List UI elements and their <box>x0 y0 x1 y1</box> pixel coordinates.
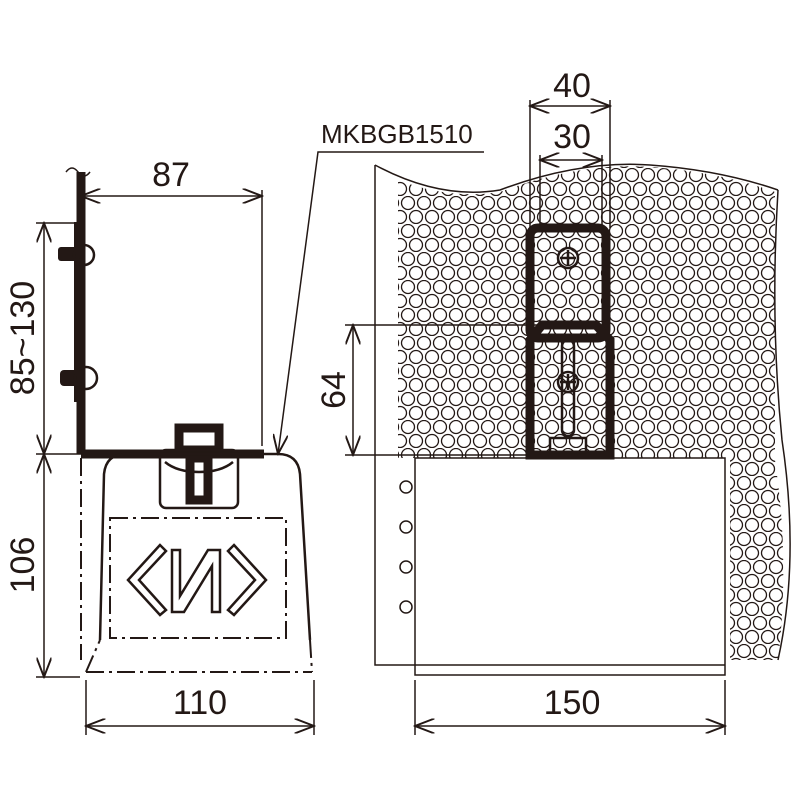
dim-106: 106 <box>4 537 42 594</box>
perforated-panel <box>398 166 784 660</box>
dim-110: 110 <box>173 684 227 722</box>
bracket-plate <box>74 222 82 402</box>
dim-40: 40 <box>553 67 591 105</box>
bolt-head <box>174 423 224 455</box>
part-number-label: MKBGB1510 <box>321 119 473 149</box>
support-block-front <box>414 457 726 676</box>
dim-30: 30 <box>553 118 591 156</box>
dim-87: 87 <box>152 156 190 194</box>
dim-150: 150 <box>544 684 601 722</box>
slot <box>560 338 576 438</box>
clamp <box>158 448 240 510</box>
screw-top <box>556 246 580 270</box>
edge-holes <box>399 480 413 614</box>
dim-64: 64 <box>315 371 353 409</box>
upper-bracket <box>525 223 611 343</box>
dim-85-130: 85~130 <box>4 281 42 395</box>
logo-icon <box>126 543 268 617</box>
screw-middle <box>556 370 580 394</box>
side-view: 87 85~130 106 110 MKBGB1510 <box>4 119 484 735</box>
support-block <box>98 452 312 641</box>
emboss-frame <box>109 517 287 639</box>
bolt-bottom <box>60 370 82 386</box>
front-view: 40 30 64 150 <box>315 67 791 735</box>
